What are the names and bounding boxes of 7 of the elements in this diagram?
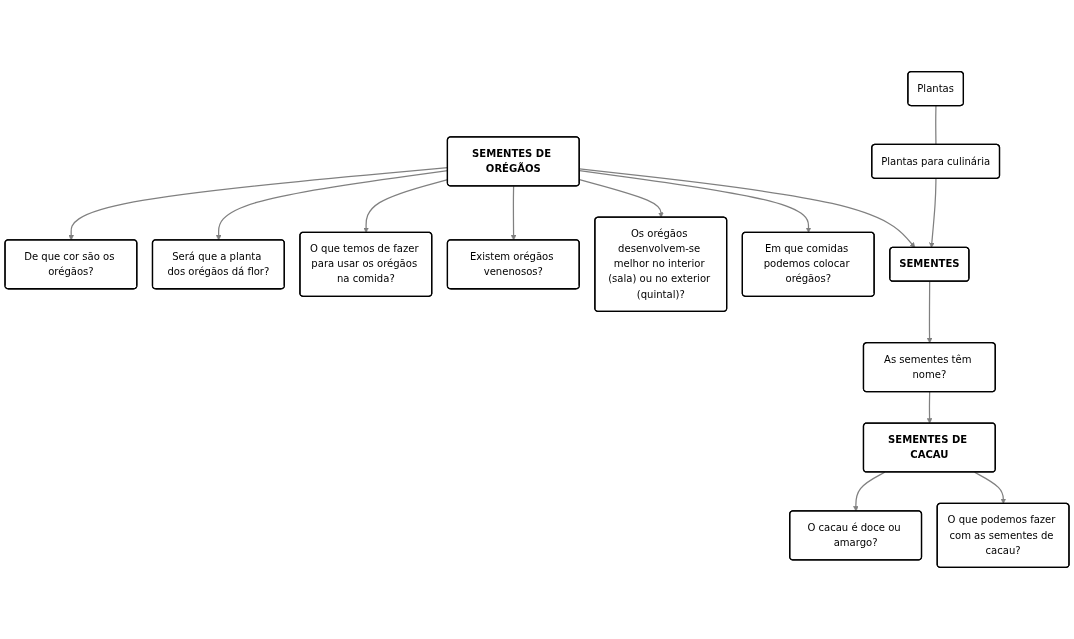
arrow	[926, 280, 933, 344]
arrow	[929, 178, 937, 248]
arrow	[853, 471, 886, 512]
connector	[935, 105, 937, 146]
arrow	[510, 185, 517, 241]
arrow	[973, 471, 1007, 504]
arrow	[926, 391, 933, 424]
